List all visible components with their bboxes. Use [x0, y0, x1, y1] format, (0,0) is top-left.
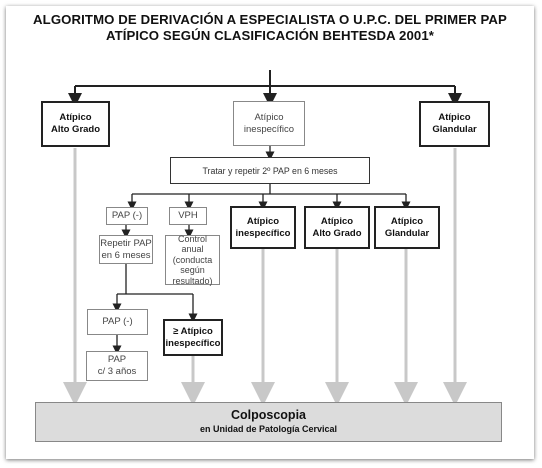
box-label-line2: Alto Grado: [312, 227, 362, 239]
box-label-line2: inespecífico: [243, 123, 295, 135]
title-line-2: ATÍPICO SEGÚN CLASIFICACIÓN BEHTESDA 200…: [105, 28, 435, 43]
box-label: PAP (-): [102, 316, 133, 327]
box-label-line2: inespecífico: [165, 337, 221, 349]
box-control-anual: Control anual (conducta según resultado): [165, 233, 220, 286]
box-label-line2: Glandular: [432, 124, 477, 135]
box-label-line1: Atípico: [246, 215, 280, 227]
box-atipico-inespecifico-second: Atípico inespecífico: [230, 206, 296, 249]
box-repetir-pap: Repetir PAP en 6 meses: [99, 235, 153, 264]
box-label-line1: Atípico: [438, 112, 471, 123]
box-pap-negativo-2: PAP (-): [87, 309, 148, 335]
box-label-line2: c/ 3 años: [97, 366, 137, 377]
box-atipico-inespecifico-top: Atípico inespecífico: [233, 101, 305, 146]
box-label-line1: ≥ Atípico: [173, 325, 213, 337]
title-line-1: ALGORITMO DE DERIVACIÓN A ESPECIALISTA O…: [33, 12, 507, 27]
colposcopia-subtitle: en Unidad de Patología Cervical: [199, 424, 338, 434]
box-label: PAP (-): [111, 210, 143, 221]
box-atipico-alto-grado-top: Atípico Alto Grado: [41, 101, 110, 147]
box-atipico-glandular-top: Atípico Glandular: [419, 101, 490, 147]
box-label-line1: Repetir PAP: [100, 237, 152, 249]
box-label-line1: Atípico: [59, 112, 92, 123]
box-colposcopia: Colposcopia en Unidad de Patología Cervi…: [35, 402, 502, 442]
box-label-line1: Control anual: [177, 233, 207, 255]
box-label-line2: (conducta: [172, 254, 213, 265]
box-label-line1: PAP: [107, 354, 127, 365]
box-label-line1: Atípico: [320, 215, 354, 227]
box-atipico-glandular-second: Atípico Glandular: [374, 206, 440, 249]
diagram-title: ALGORITMO DE DERIVACIÓN A ESPECIALISTA O…: [6, 12, 534, 44]
box-label-line2: Glandular: [384, 227, 430, 239]
box-label: VPH: [178, 210, 198, 221]
box-label-line2: Alto Grado: [50, 124, 101, 135]
box-label-line4: resultado): [172, 275, 213, 286]
box-label-line3: según: [180, 265, 205, 276]
box-vph: VPH: [169, 207, 207, 225]
box-label-line1: Atípico: [254, 111, 284, 123]
box-pap-3-anos: PAP c/ 3 años: [86, 351, 148, 381]
box-label: Tratar y repetir 2º PAP en 6 meses: [202, 165, 338, 176]
box-pap-negativo: PAP (-): [106, 207, 148, 225]
box-label-line1: Atípico: [390, 215, 424, 227]
box-label-line2: en 6 meses: [101, 249, 151, 261]
box-mayor-igual-atipico: ≥ Atípico inespecífico: [163, 319, 223, 356]
box-label-line2: inespecífico: [235, 227, 291, 239]
box-atipico-alto-grado-second: Atípico Alto Grado: [304, 206, 370, 249]
colposcopia-title: Colposcopia: [230, 408, 306, 422]
box-tratar-repetir: Tratar y repetir 2º PAP en 6 meses: [170, 157, 370, 184]
